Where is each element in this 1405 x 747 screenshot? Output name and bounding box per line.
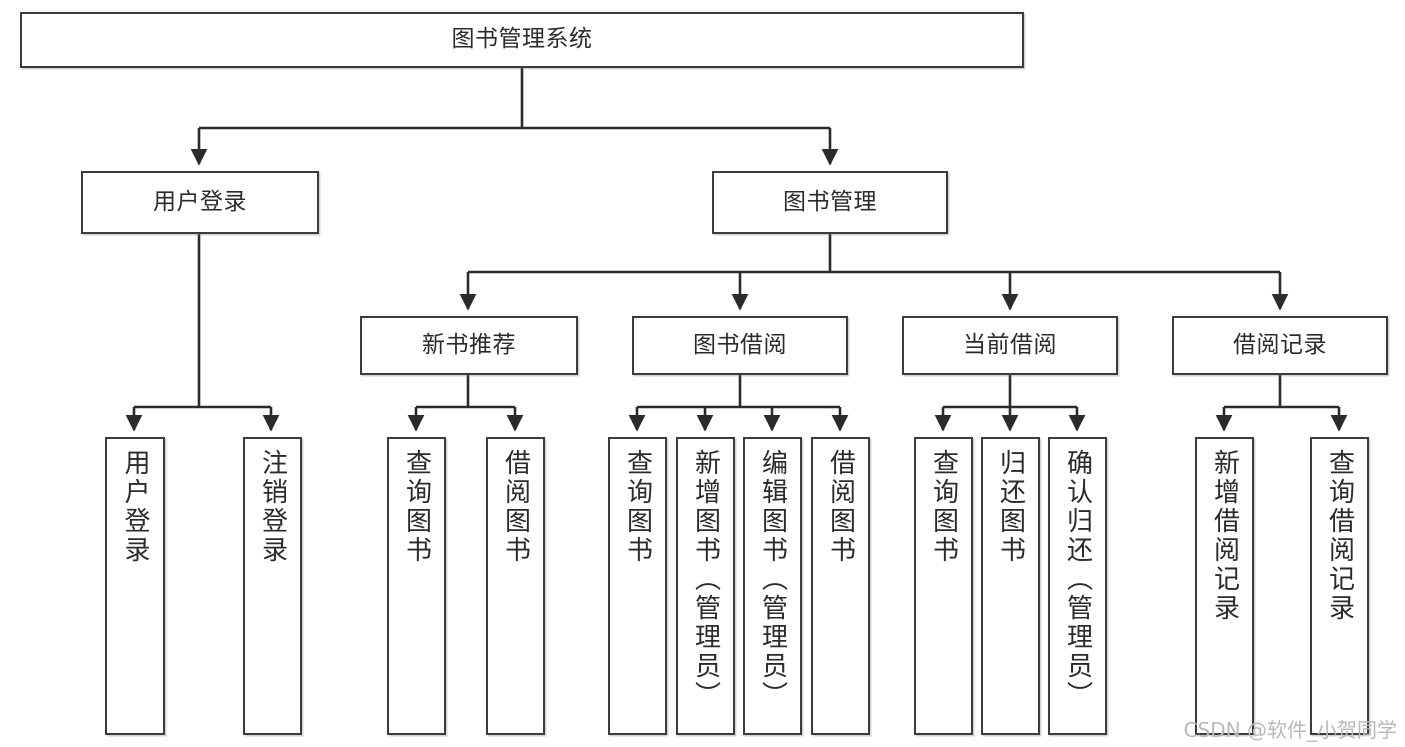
- node-current-borrow[interactable]: 当前借阅: [902, 316, 1118, 375]
- node-book-borrow[interactable]: 图书借阅: [632, 316, 848, 375]
- node-leaf-add-book-label: 新增图书（管理员）: [690, 449, 721, 710]
- node-user-login-label: 用户登录: [153, 188, 247, 215]
- node-new-book-recommend-label: 新书推荐: [422, 331, 516, 358]
- node-book-management[interactable]: 图书管理: [712, 171, 948, 234]
- node-leaf-edit-book-label: 编辑图书（管理员）: [757, 449, 788, 710]
- node-leaf-user-logout-label: 注销登录: [257, 449, 288, 565]
- node-leaf-confirm-return[interactable]: 确认归还（管理员）: [1048, 437, 1107, 735]
- node-leaf-query-book-2[interactable]: 查询图书: [608, 437, 667, 735]
- node-leaf-query-book-2-label: 查询图书: [622, 449, 653, 565]
- node-leaf-add-record-label: 新增借阅记录: [1209, 449, 1240, 623]
- node-leaf-user-login[interactable]: 用户登录: [105, 437, 165, 735]
- node-leaf-return-book-label: 归还图书: [995, 449, 1026, 565]
- node-leaf-query-book-1-label: 查询图书: [401, 449, 432, 565]
- node-user-login[interactable]: 用户登录: [81, 171, 319, 234]
- node-current-borrow-label: 当前借阅: [963, 331, 1057, 358]
- node-leaf-confirm-return-label: 确认归还（管理员）: [1062, 449, 1093, 710]
- node-borrow-records[interactable]: 借阅记录: [1172, 316, 1388, 375]
- node-leaf-borrow-book-2-label: 借阅图书: [825, 449, 856, 565]
- node-leaf-borrow-book-1-label: 借阅图书: [500, 449, 531, 565]
- node-leaf-add-record[interactable]: 新增借阅记录: [1195, 437, 1254, 735]
- node-book-borrow-label: 图书借阅: [693, 331, 787, 358]
- node-leaf-query-book-3[interactable]: 查询图书: [914, 437, 973, 735]
- node-borrow-records-label: 借阅记录: [1233, 331, 1327, 358]
- node-leaf-add-book[interactable]: 新增图书（管理员）: [676, 437, 735, 735]
- node-root-label: 图书管理系统: [451, 26, 593, 53]
- node-leaf-return-book[interactable]: 归还图书: [981, 437, 1040, 735]
- node-leaf-query-book-3-label: 查询图书: [928, 449, 959, 565]
- node-leaf-user-logout[interactable]: 注销登录: [243, 437, 302, 735]
- node-new-book-recommend[interactable]: 新书推荐: [360, 316, 578, 375]
- node-book-management-label: 图书管理: [783, 188, 877, 215]
- node-leaf-query-record[interactable]: 查询借阅记录: [1310, 437, 1369, 735]
- node-leaf-user-login-label: 用户登录: [120, 449, 150, 565]
- node-leaf-edit-book[interactable]: 编辑图书（管理员）: [743, 437, 802, 735]
- node-leaf-borrow-book-2[interactable]: 借阅图书: [811, 437, 870, 735]
- node-leaf-borrow-book-1[interactable]: 借阅图书: [486, 437, 545, 735]
- node-leaf-query-record-label: 查询借阅记录: [1324, 449, 1355, 623]
- node-root[interactable]: 图书管理系统: [20, 12, 1024, 68]
- node-leaf-query-book-1[interactable]: 查询图书: [387, 437, 446, 735]
